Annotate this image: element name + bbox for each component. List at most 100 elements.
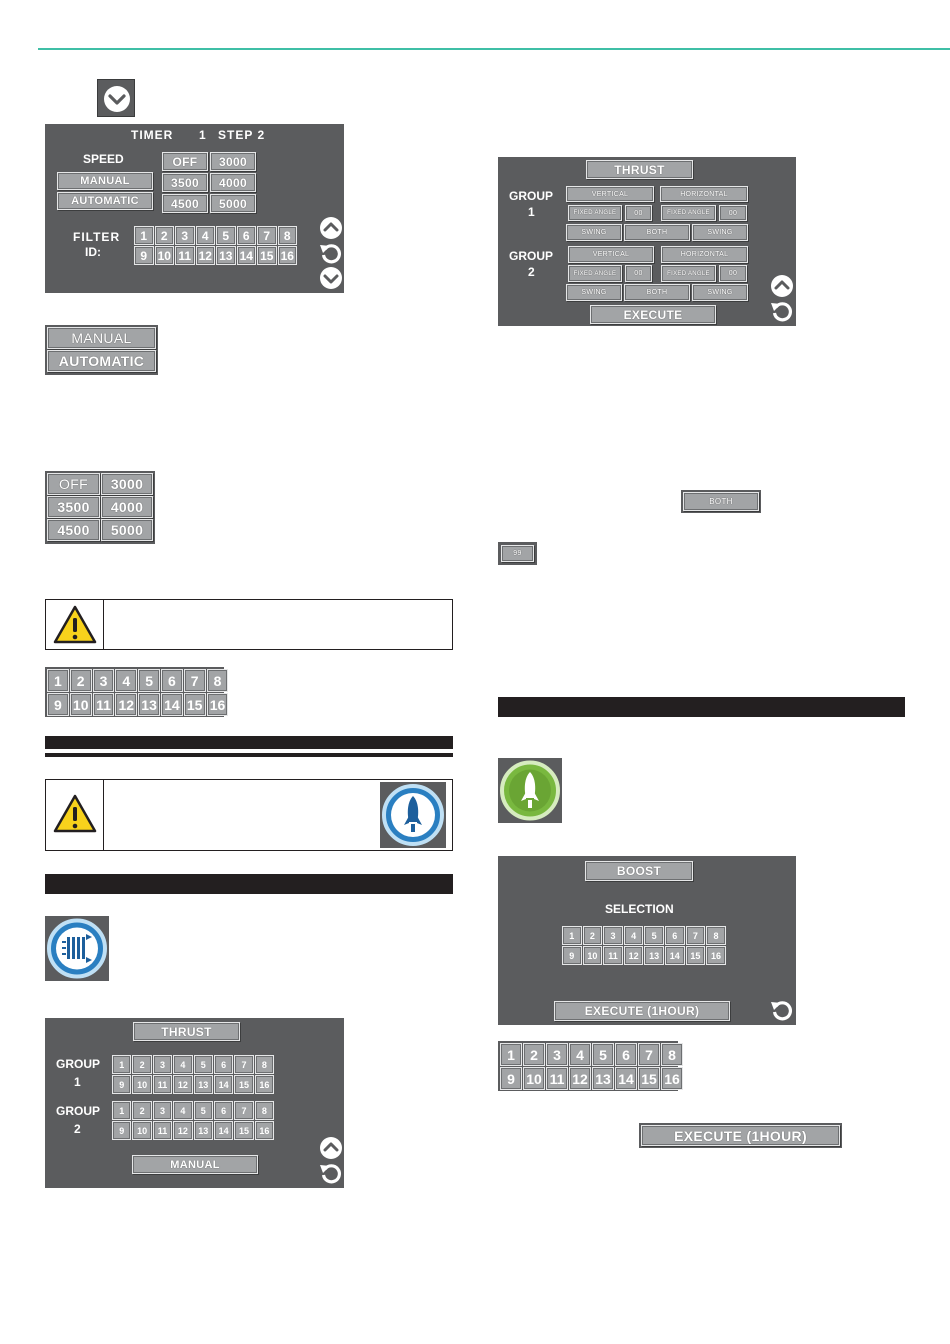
- id-cell-9[interactable]: 9: [500, 1067, 522, 1090]
- id-cell-4[interactable]: 4: [623, 926, 644, 945]
- speed-3500-button[interactable]: 3500: [162, 173, 208, 192]
- id-cell-5[interactable]: 5: [138, 669, 160, 692]
- id-cell-10[interactable]: 10: [582, 946, 603, 965]
- group1-vertical-button[interactable]: VERTICAL: [566, 186, 654, 202]
- thrust-title[interactable]: THRUST: [133, 1022, 240, 1041]
- id-cell-2[interactable]: 2: [523, 1043, 545, 1066]
- id-cell-12[interactable]: 12: [623, 946, 644, 965]
- execute-button[interactable]: EXECUTE: [590, 305, 716, 324]
- id-cell-10[interactable]: 10: [132, 1075, 152, 1094]
- id-cell-6[interactable]: 6: [615, 1043, 637, 1066]
- rocket-button[interactable]: [380, 782, 446, 848]
- speed-off-button[interactable]: OFF: [162, 152, 208, 171]
- id-cell-1[interactable]: 1: [562, 926, 582, 945]
- group1-horizontal-fixed-angle[interactable]: FIXED ANGLE: [661, 205, 716, 221]
- id-cell-16[interactable]: 16: [254, 1121, 275, 1140]
- id-cell-12[interactable]: 12: [173, 1121, 193, 1140]
- id-cell-12[interactable]: 12: [173, 1075, 193, 1094]
- id-cell-15[interactable]: 15: [234, 1075, 254, 1094]
- id-cell-14[interactable]: 14: [664, 946, 685, 965]
- group2-vertical-fixed-angle[interactable]: FIXED ANGLE: [568, 265, 622, 282]
- id-cell-8[interactable]: 8: [254, 1055, 275, 1074]
- id-cell-8[interactable]: 8: [277, 226, 297, 245]
- speed-4500-button[interactable]: 4500: [47, 519, 100, 541]
- group2-vertical-button[interactable]: VERTICAL: [568, 246, 654, 263]
- manual-button[interactable]: MANUAL: [132, 1155, 258, 1174]
- speed-3000-button[interactable]: 3000: [210, 152, 256, 171]
- speed-5000-button[interactable]: 5000: [210, 194, 256, 213]
- id-cell-15[interactable]: 15: [257, 246, 277, 265]
- boost-title[interactable]: BOOST: [585, 861, 693, 881]
- id-cell-5[interactable]: 5: [193, 1101, 213, 1120]
- id-cell-16[interactable]: 16: [661, 1067, 683, 1090]
- speed-3500-button[interactable]: 3500: [47, 496, 100, 518]
- id-cell-13[interactable]: 13: [193, 1075, 213, 1094]
- id-cell-3[interactable]: 3: [175, 226, 195, 245]
- speed-3000-button[interactable]: 3000: [101, 473, 153, 495]
- id-cell-6[interactable]: 6: [213, 1055, 234, 1074]
- manual-button[interactable]: MANUAL: [57, 172, 153, 190]
- id-cell-6[interactable]: 6: [160, 669, 183, 692]
- group1-horizontal-swing[interactable]: SWING: [692, 224, 748, 241]
- id-cell-15[interactable]: 15: [638, 1067, 660, 1090]
- speed-4000-button[interactable]: 4000: [101, 496, 153, 518]
- chevron-up-icon[interactable]: [770, 274, 794, 298]
- id-cell-10[interactable]: 10: [154, 246, 174, 265]
- id-cell-7[interactable]: 7: [234, 1055, 254, 1074]
- id-cell-4[interactable]: 4: [115, 669, 138, 692]
- id-cell-11[interactable]: 11: [92, 693, 115, 716]
- id-cell-9[interactable]: 9: [562, 946, 582, 965]
- group1-vertical-angle-value[interactable]: 00: [625, 205, 652, 221]
- angle-value-button[interactable]: 99: [501, 545, 534, 562]
- chevron-up-icon[interactable]: [319, 216, 343, 240]
- id-cell-14[interactable]: 14: [213, 1075, 234, 1094]
- execute-1hour-button[interactable]: EXECUTE (1HOUR): [554, 1001, 730, 1021]
- id-cell-6[interactable]: 6: [236, 226, 256, 245]
- id-cell-5[interactable]: 5: [193, 1055, 213, 1074]
- id-cell-4[interactable]: 4: [195, 226, 215, 245]
- id-cell-1[interactable]: 1: [47, 669, 69, 692]
- id-cell-3[interactable]: 3: [603, 926, 623, 945]
- id-cell-7[interactable]: 7: [183, 669, 206, 692]
- id-cell-3[interactable]: 3: [152, 1055, 173, 1074]
- group1-horizontal-angle-value[interactable]: 00: [719, 205, 747, 221]
- id-cell-1[interactable]: 1: [112, 1101, 132, 1120]
- id-cell-3[interactable]: 3: [92, 669, 115, 692]
- id-cell-3[interactable]: 3: [152, 1101, 173, 1120]
- execute-1hour-button[interactable]: EXECUTE (1HOUR): [641, 1125, 840, 1146]
- id-cell-13[interactable]: 13: [644, 946, 664, 965]
- id-cell-8[interactable]: 8: [254, 1101, 275, 1120]
- id-cell-4[interactable]: 4: [569, 1043, 591, 1066]
- id-cell-13[interactable]: 13: [193, 1121, 213, 1140]
- id-cell-1[interactable]: 1: [134, 226, 154, 245]
- id-cell-15[interactable]: 15: [234, 1121, 254, 1140]
- id-cell-5[interactable]: 5: [216, 226, 236, 245]
- group2-horizontal-button[interactable]: HORIZONTAL: [661, 246, 748, 263]
- id-cell-13[interactable]: 13: [138, 693, 160, 716]
- id-cell-6[interactable]: 6: [664, 926, 685, 945]
- id-cell-13[interactable]: 13: [216, 246, 236, 265]
- id-cell-12[interactable]: 12: [195, 246, 215, 265]
- undo-icon[interactable]: [770, 998, 794, 1022]
- id-cell-11[interactable]: 11: [175, 246, 195, 265]
- id-cell-14[interactable]: 14: [213, 1121, 234, 1140]
- id-cell-3[interactable]: 3: [546, 1043, 568, 1066]
- id-cell-10[interactable]: 10: [69, 693, 92, 716]
- id-cell-11[interactable]: 11: [603, 946, 623, 965]
- id-cell-9[interactable]: 9: [134, 246, 154, 265]
- group2-horizontal-angle-value[interactable]: 00: [719, 265, 747, 282]
- id-cell-10[interactable]: 10: [132, 1121, 152, 1140]
- id-cell-16[interactable]: 16: [206, 693, 229, 716]
- group1-both[interactable]: BOTH: [624, 224, 690, 241]
- id-cell-1[interactable]: 1: [112, 1055, 132, 1074]
- thrust-button[interactable]: [45, 916, 109, 981]
- id-cell-11[interactable]: 11: [546, 1067, 568, 1090]
- group2-horizontal-fixed-angle[interactable]: FIXED ANGLE: [661, 265, 716, 282]
- automatic-button[interactable]: AUTOMATIC: [47, 350, 156, 372]
- automatic-button[interactable]: AUTOMATIC: [57, 192, 153, 210]
- id-cell-14[interactable]: 14: [615, 1067, 637, 1090]
- id-cell-5[interactable]: 5: [592, 1043, 614, 1066]
- id-cell-1[interactable]: 1: [500, 1043, 522, 1066]
- manual-button[interactable]: MANUAL: [47, 327, 156, 349]
- thrust-title[interactable]: THRUST: [586, 160, 693, 179]
